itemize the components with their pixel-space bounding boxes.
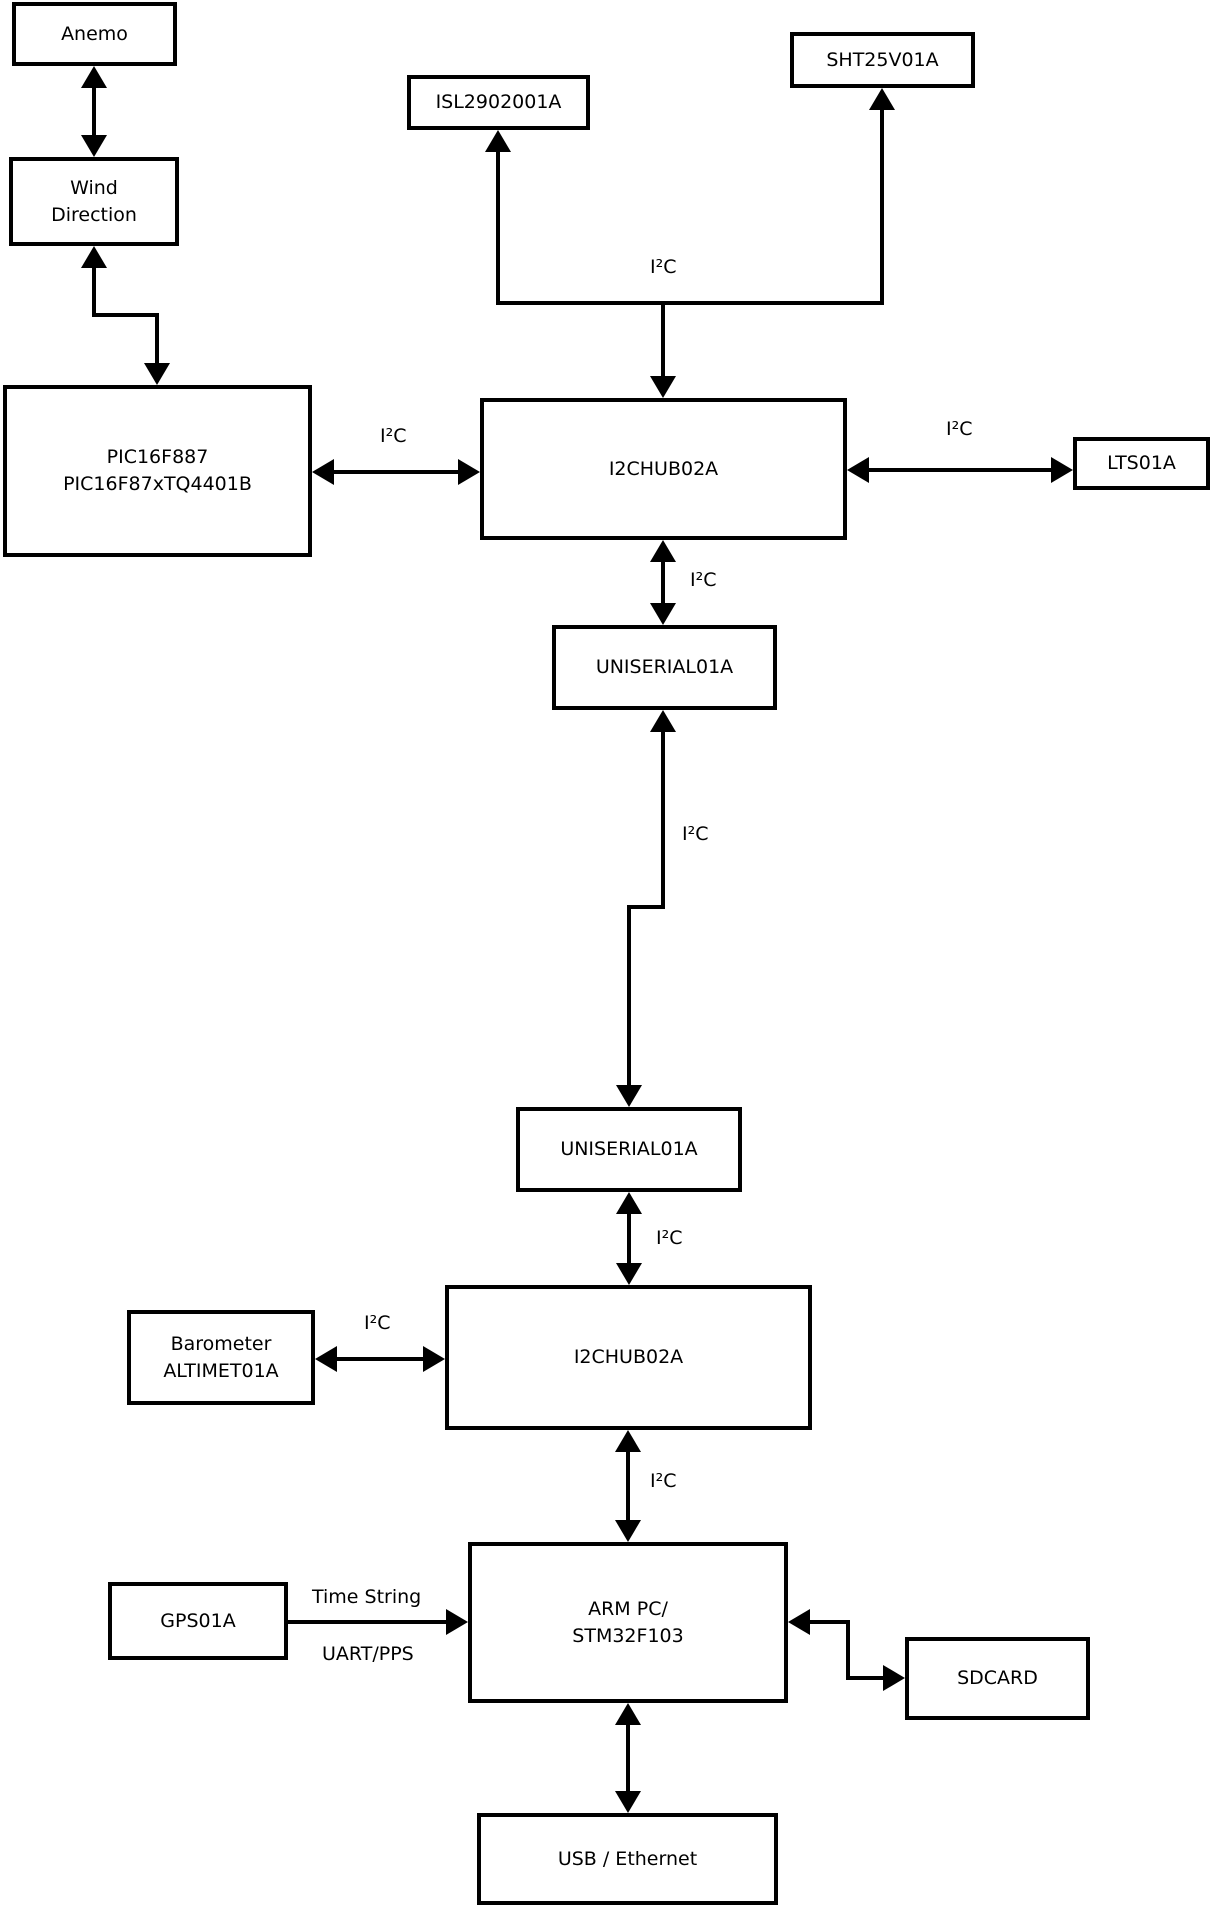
arrowhead-down-uniserial-top	[650, 603, 676, 625]
edge-label-i2c-barometer: I²C	[364, 1312, 391, 1334]
node-anemo: Anemo	[12, 2, 177, 66]
arrowhead-left-i2chub-top	[847, 457, 869, 483]
arrowhead-up-winddir-bottom	[81, 246, 107, 268]
node-isl2902001a: ISL2902001A	[407, 75, 590, 130]
edge-bus-isl-line	[496, 148, 500, 305]
edge-label-i2c-bus: I²C	[650, 256, 677, 278]
edge-pic-i2chub-line	[330, 470, 462, 474]
node-usb-ethernet: USB / Ethernet	[477, 1813, 778, 1905]
edge-uniserial-long-line-v2	[627, 905, 631, 1089]
edge-i2chub-uniserial-line	[661, 556, 665, 607]
node-sdcard: SDCARD	[905, 1637, 1090, 1720]
arrowhead-down-i2chub-bottom	[616, 1263, 642, 1285]
edge-label-i2c-long: I²C	[682, 823, 709, 845]
edge-i2chub-lts-line	[865, 468, 1055, 472]
edge-gps-arm-line	[288, 1620, 450, 1624]
edge-label-time-string: Time String	[312, 1586, 422, 1608]
arrowhead-down-arm	[615, 1520, 641, 1542]
node-pic16f887: PIC16F887 PIC16F87xTQ4401B	[3, 385, 312, 557]
arrowhead-right-lts	[1051, 457, 1073, 483]
arrowhead-up-uniserial-bottomside	[616, 1192, 642, 1214]
node-uniserial01a-top: UNISERIAL01A	[552, 625, 777, 710]
node-lts01a: LTS01A	[1073, 437, 1210, 490]
arrowhead-down-pic	[144, 363, 170, 385]
arrowhead-right-i2chub-bottom	[423, 1346, 445, 1372]
edge-bus-hub-line	[661, 303, 665, 380]
arrowhead-left-arm-rightside	[788, 1609, 810, 1635]
arrowhead-left-pic	[312, 459, 334, 485]
edge-barometer-i2chub2-line	[333, 1357, 427, 1361]
node-i2chub02a-bottom: I2CHUB02A	[445, 1285, 812, 1430]
arrowhead-down-winddir	[81, 135, 107, 157]
arrowhead-up-arm-bottomside	[615, 1703, 641, 1725]
arrowhead-up-i2chub2-bottomside	[615, 1430, 641, 1452]
edge-arm-sdcard-line-h1	[806, 1620, 850, 1624]
node-gps01a: GPS01A	[108, 1582, 288, 1660]
edge-i2chub2-arm-line	[626, 1446, 630, 1524]
node-wind-direction: Wind Direction	[9, 157, 179, 246]
edge-winddir-pic-line-v2	[155, 313, 159, 367]
edge-label-i2c-lts: I²C	[946, 418, 973, 440]
edge-uniserial-long-line-v1	[661, 726, 665, 909]
edge-uniserial-long-line-h	[627, 905, 665, 909]
node-i2chub02a-top: I2CHUB02A	[480, 398, 847, 540]
edge-arm-sdcard-line-h2	[846, 1676, 887, 1680]
arrowhead-left-barometer	[315, 1346, 337, 1372]
node-arm-pc-stm32f103: ARM PC/ STM32F103	[468, 1542, 788, 1703]
arrowhead-up-isl	[485, 130, 511, 152]
edge-label-i2c-uniserial2: I²C	[656, 1227, 683, 1249]
arrowhead-down-i2chub-top	[650, 376, 676, 398]
edge-label-i2c-pic: I²C	[380, 425, 407, 447]
edge-anemo-winddir-line	[92, 84, 96, 141]
edge-label-i2c-arm: I²C	[650, 1470, 677, 1492]
arrowhead-right-arm	[446, 1609, 468, 1635]
edge-winddir-pic-line-h	[92, 313, 159, 317]
edge-bus-horizontal-line	[496, 301, 884, 305]
arrowhead-right-sdcard	[883, 1665, 905, 1691]
edge-label-uart-pps: UART/PPS	[322, 1643, 414, 1665]
arrowhead-up-sht	[869, 88, 895, 110]
node-uniserial01a-bottom: UNISERIAL01A	[516, 1107, 742, 1192]
arrowhead-up-i2chub-bottomside	[650, 540, 676, 562]
edge-arm-sdcard-line-v	[846, 1620, 850, 1680]
node-barometer-altimet01a: Barometer ALTIMET01A	[127, 1310, 315, 1405]
arrowhead-up-uniserial-top-bottomside	[650, 710, 676, 732]
node-sht25v01a: SHT25V01A	[790, 32, 975, 88]
edge-label-i2c-hub-uniserial: I²C	[690, 569, 717, 591]
arrowhead-up-anemo	[81, 66, 107, 88]
edge-arm-usb-line	[626, 1719, 630, 1795]
arrowhead-down-uniserial-bottom	[616, 1085, 642, 1107]
edge-bus-sht-line	[880, 106, 884, 305]
edge-winddir-pic-line-v1	[92, 262, 96, 317]
arrowhead-down-usb	[615, 1791, 641, 1813]
arrowhead-right-i2chub-top	[458, 459, 480, 485]
edge-uniserial-i2chub2-line	[627, 1208, 631, 1267]
